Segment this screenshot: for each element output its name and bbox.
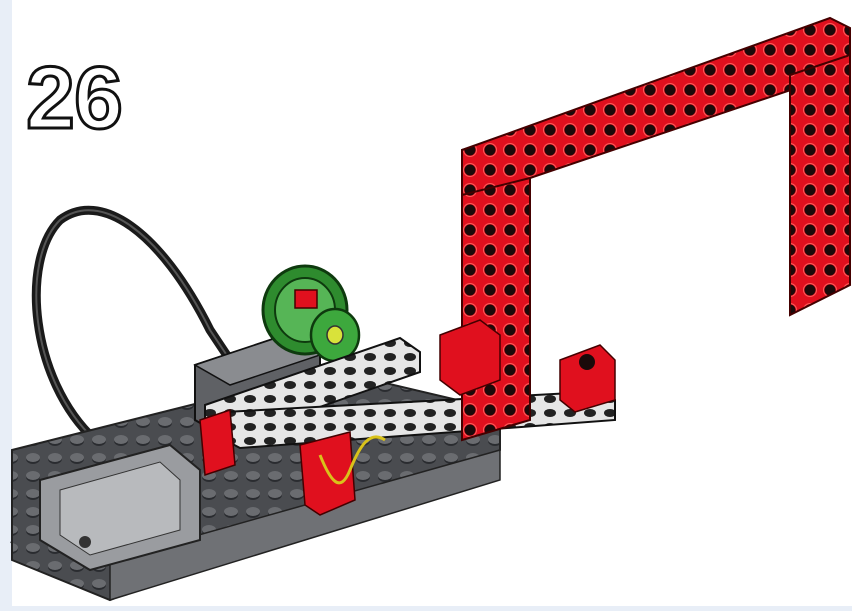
red-arch-frame-icon bbox=[440, 18, 850, 440]
bottom-margin-strip bbox=[0, 606, 852, 611]
